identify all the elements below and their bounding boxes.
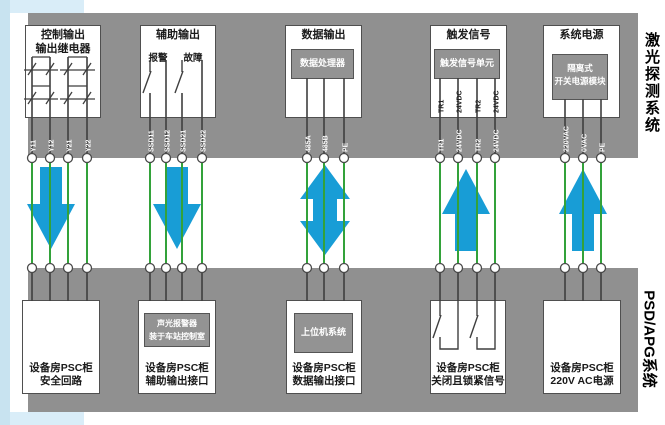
box-title: 设备房PSC柜 220V AC电源 xyxy=(544,362,620,389)
top-left-blue-block xyxy=(10,0,84,13)
green-link-wires xyxy=(31,162,602,264)
psd-apg-system-label: PSD/APG系统 xyxy=(640,290,658,388)
box-title-line1: 设备房PSC柜 xyxy=(436,361,500,374)
data-processor-module: 数据处理器 xyxy=(291,49,354,79)
box-title: 控制输出 xyxy=(41,29,85,41)
box-title-line1: 设备房PSC柜 xyxy=(29,361,93,374)
box-title-line2: 220V AC电源 xyxy=(550,375,614,388)
psu-module-line1: 隔离式 xyxy=(567,63,593,73)
psu-module-line2: 开关电源模块 xyxy=(554,75,606,86)
bottom-box-data-output-interface: 上位机系统 设备房PSC柜 数据输出接口 xyxy=(286,300,362,394)
box-title-line1: 设备房PSC柜 xyxy=(145,361,209,374)
bottom-box-safety-loop: 设备房PSC柜 安全回路 xyxy=(22,300,100,394)
bottom-box-ac-power: 设备房PSC柜 220V AC电源 xyxy=(543,300,621,394)
box-title: 设备房PSC柜 辅助输出接口 xyxy=(139,362,215,389)
arrow-down-control-icon xyxy=(27,167,75,249)
box-title: 辅助输出 xyxy=(156,29,200,41)
isolated-switching-psu-module: 隔离式 开关电源模块 xyxy=(552,54,608,100)
top-box-data-output: 数据输出 数据处理器 xyxy=(285,25,362,118)
box-title-line2: 关闭且锁紧信号 xyxy=(431,375,505,388)
box-title: 触发信号 xyxy=(446,29,491,41)
box-title-line2: 辅助输出接口 xyxy=(145,375,209,388)
box-title-line1: 设备房PSC柜 xyxy=(550,361,614,374)
terminal-circles xyxy=(26,152,607,274)
box-title-line2: 输出继电器 xyxy=(35,42,91,55)
fault-contact-label: 故障 xyxy=(183,53,203,64)
arrow-up-trigger-icon xyxy=(442,169,490,251)
host-computer-module: 上位机系统 xyxy=(294,313,353,353)
box-title: 数据输出 xyxy=(301,29,346,41)
top-box-control-output: 控制输出 输出继电器 xyxy=(25,25,101,118)
left-blue-strip xyxy=(0,0,10,425)
arrow-down-aux-icon xyxy=(153,167,201,249)
box-title-line2: 安全回路 xyxy=(40,375,82,388)
trigger-signal-unit: 触发信号单元 xyxy=(434,49,500,79)
flow-arrows xyxy=(27,165,607,255)
alarm-module-line2: 装于车站控制室 xyxy=(149,331,205,341)
box-title: 设备房PSC柜 关闭且锁紧信号 xyxy=(431,362,505,389)
bottom-box-lock-signal: 设备房PSC柜 关闭且锁紧信号 xyxy=(430,300,506,394)
arrow-bidirectional-data-icon xyxy=(300,165,350,255)
top-box-trigger-signal: 触发信号 触发信号单元 xyxy=(430,25,507,118)
alarm-module-line1: 声光报警器 xyxy=(157,319,197,328)
bottom-left-blue-block xyxy=(10,412,84,425)
box-title: 设备房PSC柜 数据输出接口 xyxy=(287,362,361,389)
arrow-up-power-icon xyxy=(559,169,607,251)
laser-system-label: 激光探测系统 xyxy=(643,32,660,134)
box-title-line1: 设备房PSC柜 xyxy=(292,361,356,374)
audio-visual-alarm-module: 声光报警器 装于车站控制室 xyxy=(144,313,210,347)
box-title-line2: 数据输出接口 xyxy=(292,375,356,388)
alarm-contact-label: 报警 xyxy=(148,53,168,64)
box-title: 设备房PSC柜 安全回路 xyxy=(23,362,99,389)
bottom-box-aux-output-interface: 声光报警器 装于车站控制室 设备房PSC柜 辅助输出接口 xyxy=(138,300,216,394)
top-box-aux-output: 辅助输出 报警 故障 xyxy=(140,25,216,118)
box-title: 系统电源 xyxy=(559,29,604,41)
top-box-system-power: 系统电源 隔离式 开关电源模块 xyxy=(543,25,620,118)
